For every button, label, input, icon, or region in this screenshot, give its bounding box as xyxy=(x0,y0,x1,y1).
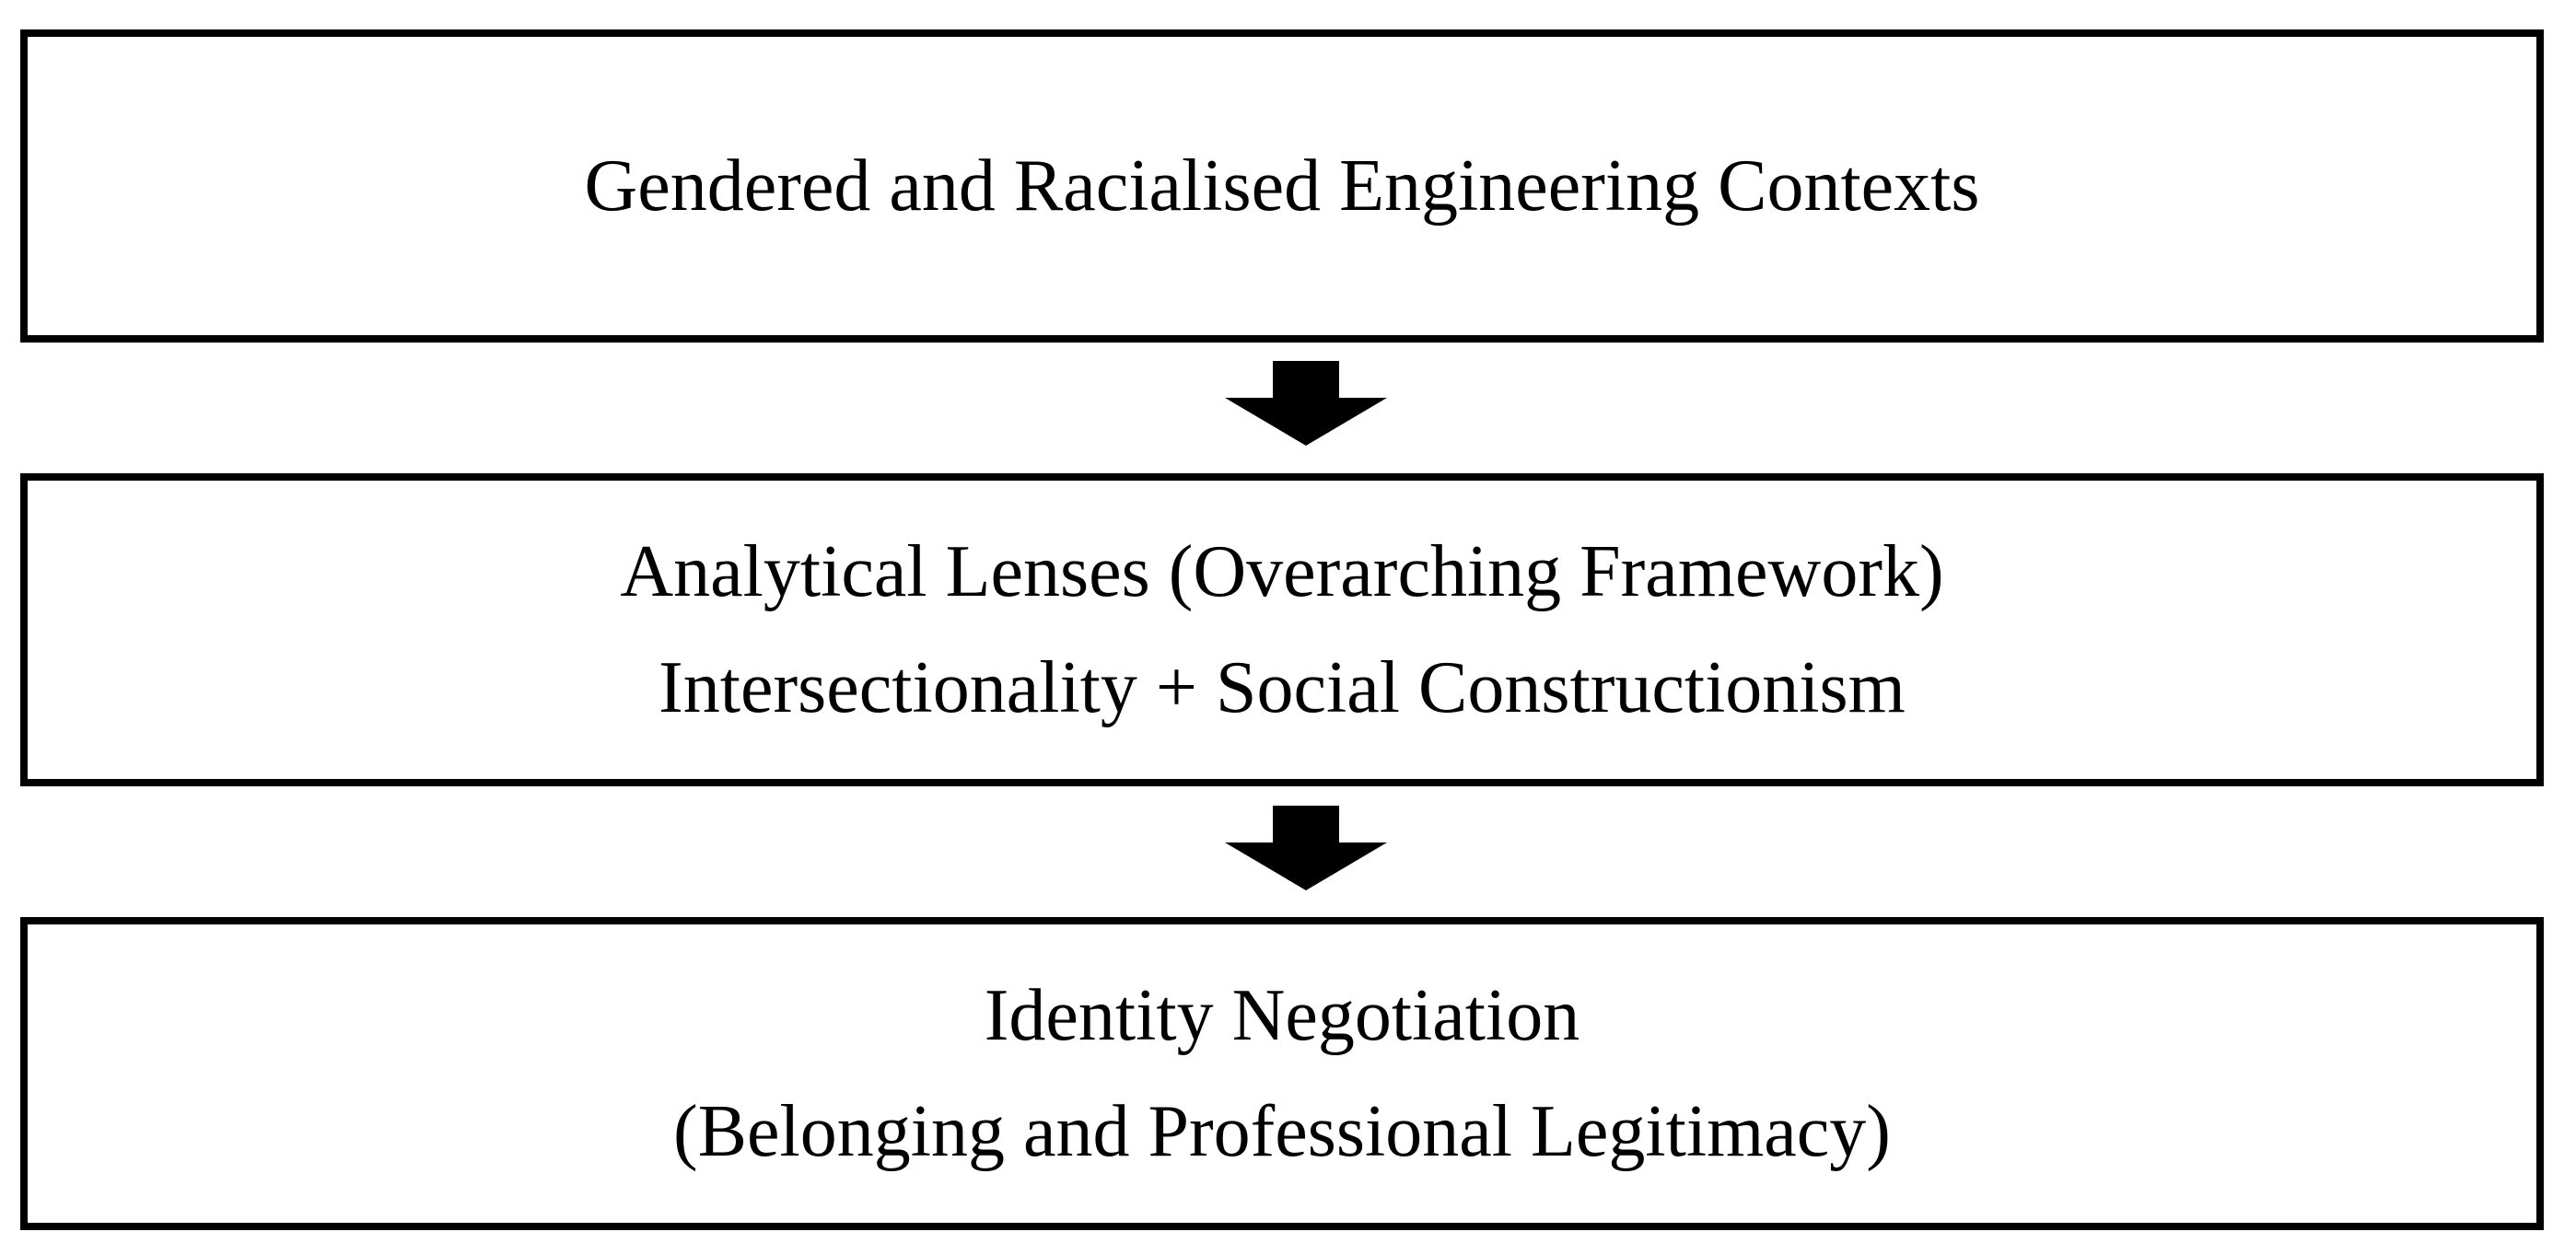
context-box-text: Gendered and Racialised Engineering Cont… xyxy=(584,145,1980,227)
framework-box: Analytical Lenses (Overarching Framework… xyxy=(20,473,2544,786)
outcome-box: Identity Negotiation (Belonging and Prof… xyxy=(20,917,2544,1230)
outcome-box-title: Identity Negotiation xyxy=(984,975,1580,1056)
down-arrow-icon xyxy=(1225,806,1387,890)
framework-box-subtitle: Intersectionality + Social Constructioni… xyxy=(659,647,1906,728)
outcome-box-subtitle: (Belonging and Professional Legitimacy) xyxy=(673,1091,1891,1172)
context-box: Gendered and Racialised Engineering Cont… xyxy=(20,29,2544,343)
framework-box-title: Analytical Lenses (Overarching Framework… xyxy=(620,531,1944,612)
down-arrow-icon xyxy=(1225,361,1387,446)
